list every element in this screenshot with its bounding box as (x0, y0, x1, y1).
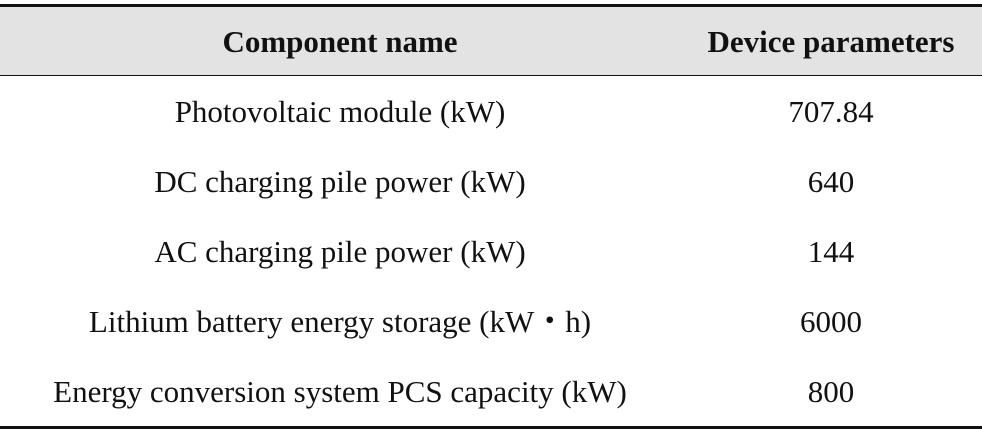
parameters-table: Component name Device parameters Photovo… (0, 4, 982, 429)
header-component-name: Component name (222, 23, 458, 59)
device-parameter-cell: 800 (807, 373, 855, 409)
component-name-cell: DC charging pile power (kW) (154, 163, 526, 199)
component-name-cell: Photovoltaic module (kW) (174, 93, 506, 129)
device-parameter-cell: 707.84 (788, 93, 874, 129)
device-parameter-cell: 6000 (800, 303, 862, 339)
table-row: AC charging pile power (kW) 144 (0, 216, 982, 286)
table-row: DC charging pile power (kW) 640 (0, 146, 982, 216)
device-parameter-cell: 144 (807, 233, 855, 269)
table-row: Photovoltaic module (kW) 707.84 (0, 76, 982, 146)
table-row: Lithium battery energy storage (kW・h) 60… (0, 286, 982, 356)
component-name-cell: Lithium battery energy storage (kW・h) (88, 303, 592, 339)
table-top-rule (0, 4, 982, 7)
component-name-cell: Energy conversion system PCS capacity (k… (53, 373, 627, 409)
header-device-parameters: Device parameters (707, 23, 955, 59)
table-row: Energy conversion system PCS capacity (k… (0, 356, 982, 426)
component-name-cell: AC charging pile power (kW) (154, 233, 526, 269)
table-header-row: Component name Device parameters (0, 7, 982, 76)
device-parameter-cell: 640 (807, 163, 855, 199)
